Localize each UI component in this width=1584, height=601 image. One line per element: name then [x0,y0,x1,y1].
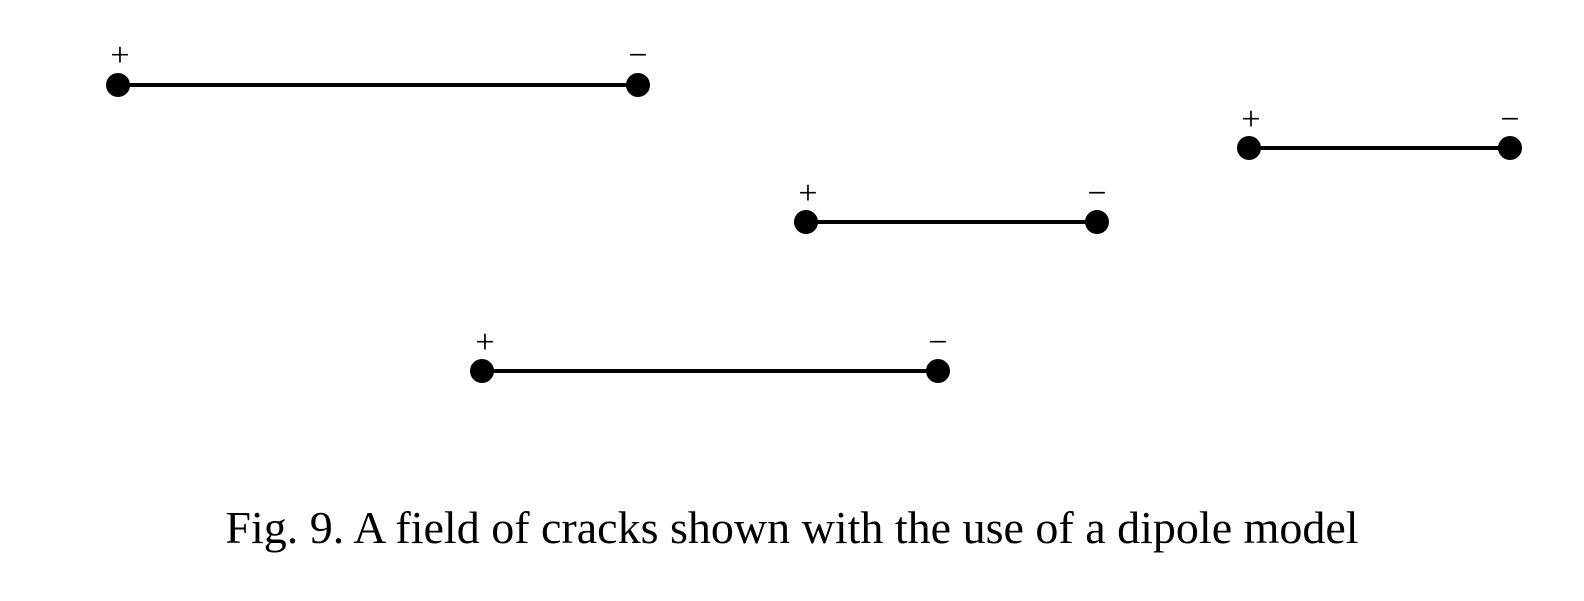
minus-sign: − [1087,175,1106,212]
positive-pole [1237,136,1261,160]
plus-sign: + [475,324,494,361]
dipole-3: + − [794,175,1109,234]
positive-pole [794,210,818,234]
positive-pole [470,359,494,383]
negative-pole [626,73,650,97]
negative-pole [1085,210,1109,234]
dipole-2: + − [1237,101,1522,160]
plus-sign: + [1241,101,1260,138]
figure-caption: Fig. 9. A field of cracks shown with the… [225,502,1359,553]
plus-sign: + [110,37,129,74]
dipole-4: + − [470,324,950,383]
negative-pole [1498,136,1522,160]
positive-pole [106,73,130,97]
negative-pole [926,359,950,383]
dipole-1: + − [106,37,650,97]
minus-sign: − [628,37,647,74]
minus-sign: − [1500,101,1519,138]
plus-sign: + [798,175,817,212]
minus-sign: − [928,324,947,361]
